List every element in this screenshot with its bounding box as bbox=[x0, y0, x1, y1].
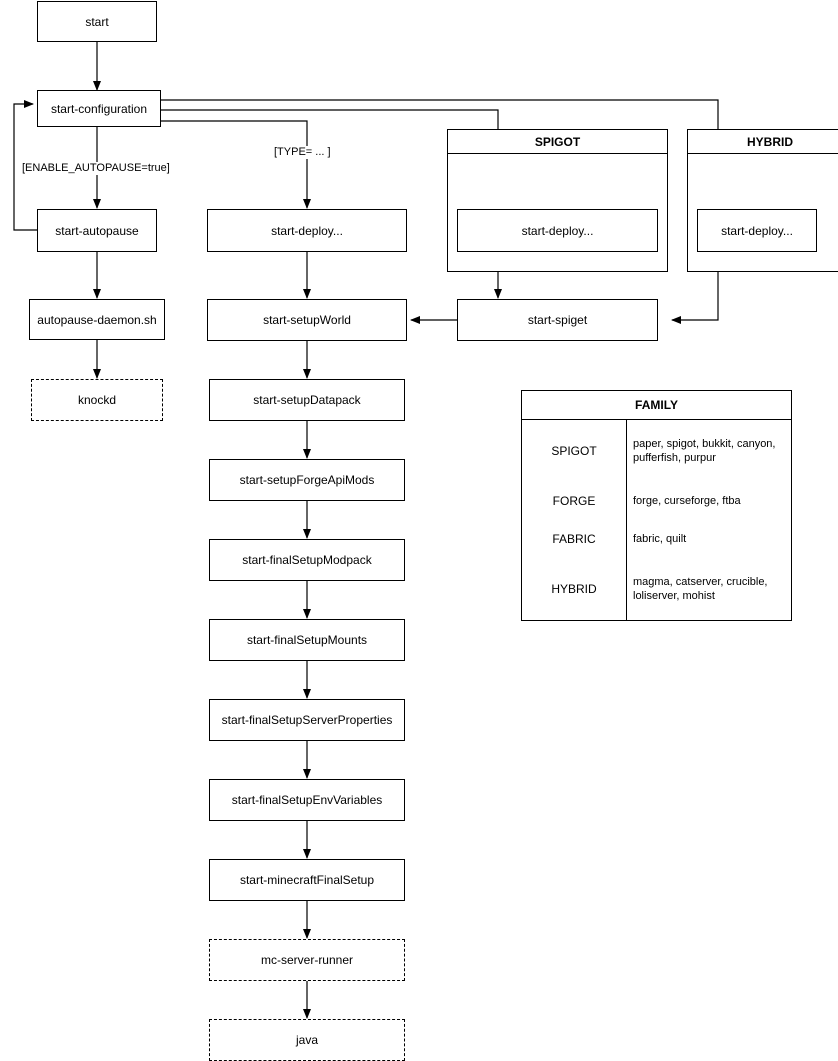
family-table-header-row: FAMILY bbox=[522, 391, 791, 420]
node-start-setup-datapack-label: start-setupDatapack bbox=[253, 393, 361, 407]
node-start-autopause-label: start-autopause bbox=[55, 223, 139, 238]
node-start-setup-forge-api-mods-label: start-setupForgeApiMods bbox=[239, 473, 375, 487]
node-start-configuration[interactable]: start-configuration bbox=[37, 90, 161, 127]
node-start-setup-world-label: start-setupWorld bbox=[263, 313, 351, 327]
family-table-body: SPIGOT paper, spigot, bukkit, canyon, pu… bbox=[522, 419, 791, 620]
node-mc-server-runner[interactable]: mc-server-runner bbox=[209, 939, 405, 981]
node-knockd-label: knockd bbox=[77, 393, 117, 407]
family-types: forge, curseforge, ftba bbox=[633, 495, 741, 508]
family-legend-table: FAMILY SPIGOT paper, spigot, bukkit, can… bbox=[521, 390, 792, 621]
family-types: fabric, quilt bbox=[633, 533, 687, 546]
family-types: magma, catserver, crucible, loliserver, … bbox=[633, 576, 768, 603]
node-autopause-daemon-label: autopause-daemon.sh bbox=[37, 312, 157, 327]
node-start-final-setup-mounts-label: start-finalSetupMounts bbox=[246, 633, 368, 647]
edge-label-enable-autopause: [ENABLE_AUTOPAUSE=true] bbox=[21, 162, 171, 175]
table-row: FABRIC fabric, quilt bbox=[522, 520, 791, 559]
node-start-autopause[interactable]: start-autopause bbox=[37, 209, 157, 252]
node-start-final-setup-mounts[interactable]: start-finalSetupMounts bbox=[209, 619, 405, 661]
node-start-deploy-main[interactable]: start-deploy... bbox=[207, 209, 407, 252]
node-start-deploy-main-label: start-deploy... bbox=[271, 223, 343, 238]
node-start-deploy-spigot-label: start-deploy... bbox=[521, 223, 594, 238]
node-start-configuration-label: start-configuration bbox=[50, 101, 148, 116]
table-row: FORGE forge, curseforge, ftba bbox=[522, 482, 791, 521]
node-start-setup-forge-api-mods[interactable]: start-setupForgeApiMods bbox=[209, 459, 405, 501]
node-start-final-setup-server-properties[interactable]: start-finalSetupServerProperties bbox=[209, 699, 405, 741]
node-autopause-daemon[interactable]: autopause-daemon.sh bbox=[29, 299, 165, 340]
node-mc-server-runner-label: mc-server-runner bbox=[260, 953, 353, 967]
node-start[interactable]: start bbox=[37, 1, 157, 42]
family-name: FORGE bbox=[522, 482, 627, 521]
node-start-minecraft-final-setup[interactable]: start-minecraftFinalSetup bbox=[209, 859, 405, 901]
node-start-deploy-spigot[interactable]: start-deploy... bbox=[457, 209, 658, 252]
node-start-setup-world[interactable]: start-setupWorld bbox=[207, 299, 407, 341]
node-start-final-setup-modpack-label: start-finalSetupModpack bbox=[242, 553, 372, 567]
family-table-header: FAMILY bbox=[522, 391, 791, 420]
node-start-final-setup-modpack[interactable]: start-finalSetupModpack bbox=[209, 539, 405, 581]
table-row: HYBRID magma, catserver, crucible, lolis… bbox=[522, 558, 791, 620]
node-start-final-setup-env-variables-label: start-finalSetupEnvVariables bbox=[231, 793, 383, 807]
node-java[interactable]: java bbox=[209, 1019, 405, 1061]
node-start-final-setup-env-variables[interactable]: start-finalSetupEnvVariables bbox=[209, 779, 405, 821]
node-start-label: start bbox=[85, 14, 109, 29]
group-spigot-title: SPIGOT bbox=[448, 130, 667, 154]
family-table-inner: FAMILY SPIGOT paper, spigot, bukkit, can… bbox=[522, 391, 791, 620]
node-start-minecraft-final-setup-label: start-minecraftFinalSetup bbox=[239, 873, 375, 887]
node-start-deploy-hybrid[interactable]: start-deploy... bbox=[697, 209, 817, 252]
group-hybrid-title: HYBRID bbox=[688, 130, 838, 154]
family-name: FABRIC bbox=[522, 520, 627, 559]
family-name: SPIGOT bbox=[522, 419, 627, 483]
node-knockd[interactable]: knockd bbox=[31, 379, 163, 421]
table-row: SPIGOT paper, spigot, bukkit, canyon, pu… bbox=[522, 419, 791, 483]
family-types: paper, spigot, bukkit, canyon, pufferfis… bbox=[633, 438, 776, 465]
node-start-spiget[interactable]: start-spiget bbox=[457, 299, 658, 341]
node-start-spiget-label: start-spiget bbox=[527, 313, 588, 327]
node-java-label: java bbox=[295, 1033, 318, 1047]
edge-configuration-to-deploy-main bbox=[161, 120, 311, 209]
node-start-final-setup-server-properties-label: start-finalSetupServerProperties bbox=[221, 713, 393, 727]
node-start-deploy-hybrid-label: start-deploy... bbox=[721, 223, 793, 238]
family-name: HYBRID bbox=[522, 558, 627, 620]
node-start-setup-datapack[interactable]: start-setupDatapack bbox=[209, 379, 405, 421]
edge-label-type: [TYPE= ... ] bbox=[273, 146, 332, 159]
